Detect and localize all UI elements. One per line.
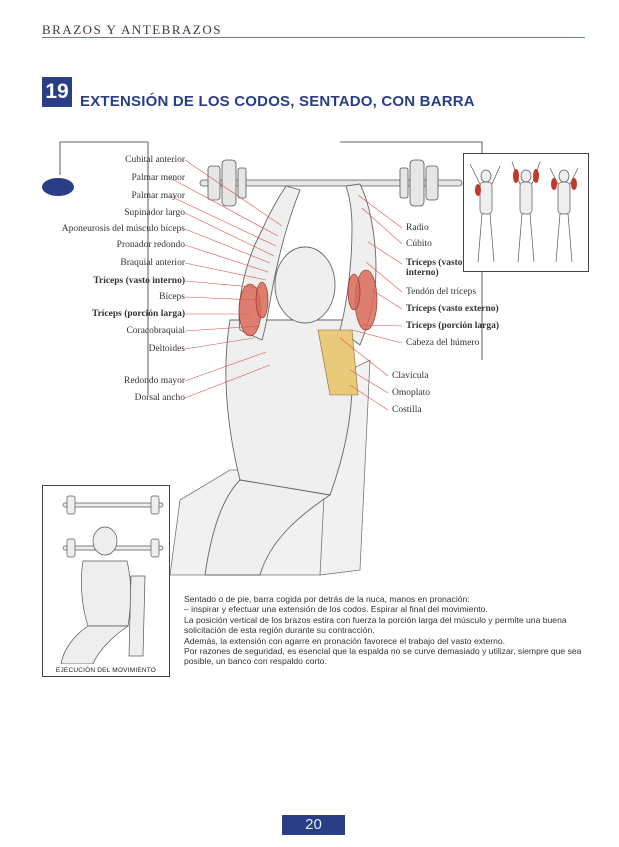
label-omoplato: Omoplato bbox=[392, 388, 430, 398]
section-header: BRAZOS Y ANTEBRAZOS bbox=[42, 22, 222, 37]
label-costilla: Costilla bbox=[392, 405, 422, 415]
leader-lines-left bbox=[169, 159, 283, 399]
label-clavicula: Clavícula bbox=[392, 371, 429, 381]
label-triceps-vasto-externo: Tríceps (vasto externo) bbox=[406, 304, 499, 314]
label-triceps-vasto-interno: Tríceps (vasto interno) bbox=[93, 276, 185, 286]
barbell bbox=[199, 159, 463, 207]
execution-illustration bbox=[60, 495, 164, 665]
label-coracobraquial: Coracobraquial bbox=[126, 326, 185, 336]
label-triceps-porcion-larga-right: Tríceps (porción larga) bbox=[406, 321, 500, 331]
highlighted-muscles bbox=[238, 269, 378, 337]
page-number: 20 bbox=[282, 815, 345, 835]
description-line: Por razones de seguridad, es esencial qu… bbox=[184, 646, 582, 667]
description-line: Sentado o de pie, barra cogida por detrá… bbox=[184, 594, 470, 604]
label-cubito: Cúbito bbox=[406, 239, 432, 249]
label-palmar-mayor: Palmar mayor bbox=[131, 191, 185, 201]
label-radio: Radio bbox=[406, 223, 429, 233]
execution-movement-box: EJECUCIÓN DEL MOVIMIENTO bbox=[42, 485, 170, 677]
label-redondo-mayor: Redondo mayor bbox=[124, 376, 185, 386]
header-rule bbox=[42, 37, 585, 38]
rib-cage bbox=[317, 329, 359, 396]
execution-caption: EJECUCIÓN DEL MOVIMIENTO bbox=[55, 667, 157, 674]
label-triceps-vasto-interno-right: Tríceps (vasto interno) bbox=[406, 258, 463, 278]
description-line: – inspirar y efectuar una extensión de l… bbox=[184, 604, 488, 615]
description-line: La posición vertical de los brazos estir… bbox=[184, 614, 567, 636]
label-tendon-triceps: Tendón del tríceps bbox=[406, 287, 477, 297]
label-biceps: Bíceps bbox=[159, 292, 185, 302]
label-deltoides: Deltoides bbox=[148, 344, 185, 354]
blue-blob-marker bbox=[42, 178, 74, 196]
label-dorsal-ancho: Dorsal ancho bbox=[134, 393, 185, 403]
label-cubital-anterior: Cubital anterior bbox=[125, 155, 185, 165]
frame-line bbox=[59, 141, 148, 175]
leader-lines-right bbox=[339, 194, 403, 411]
label-cabeza-humero: Cabeza del húmero bbox=[406, 338, 480, 348]
exercise-description: Sentado o de pie, barra cogida por detrá… bbox=[184, 594, 594, 667]
label-pronador-redondo: Pronador redondo bbox=[116, 240, 185, 250]
label-braquial-anterior: Braquial anterior bbox=[120, 258, 185, 268]
label-palmar-menor: Palmar menor bbox=[131, 173, 185, 183]
frame-line bbox=[340, 141, 483, 153]
label-supinador-largo: Supinador largo bbox=[124, 208, 185, 218]
muscle-map-inset bbox=[463, 153, 589, 272]
description-line: Además, la extensión con agarre en prona… bbox=[184, 635, 506, 646]
label-aponeurosis-biceps: Aponeurosis del músculo bíceps bbox=[61, 224, 185, 234]
label-triceps-porcion-larga: Tríceps (porción larga) bbox=[91, 309, 185, 319]
exercise-title: EXTENSIÓN DE LOS CODOS, SENTADO, CON BAR… bbox=[80, 93, 475, 110]
muscle-map-figures bbox=[469, 161, 579, 263]
exercise-number-badge: 19 bbox=[42, 77, 72, 107]
